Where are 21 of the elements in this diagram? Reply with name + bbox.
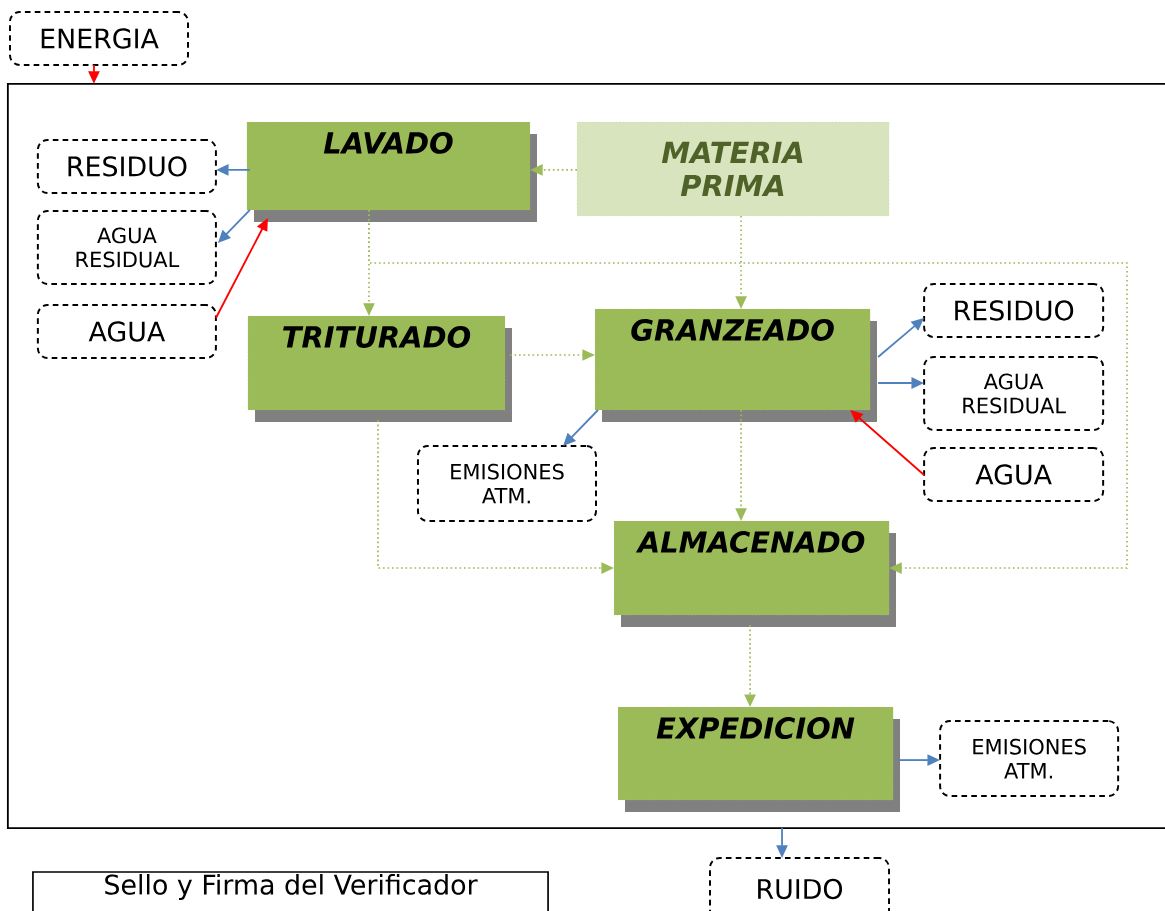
process-box: LAVADO (246, 121, 537, 222)
process-box: TRITURADO (247, 315, 512, 422)
dashed-box: RESIDUO (923, 283, 1105, 338)
dotted-arrow (368, 209, 1128, 574)
dashed-box: EMISIONES ATM. (939, 720, 1120, 798)
process-box: ALMACENADO (613, 520, 896, 627)
arrow (850, 410, 926, 476)
input-box: MATERIA PRIMA (576, 121, 890, 217)
dashed-box: AGUA RESIDUAL (923, 356, 1105, 431)
dashed-box: EMISIONES ATM. (416, 445, 597, 522)
dashed-box: RUIDO (709, 857, 890, 911)
boundary-frame (6, 83, 1165, 829)
signature-box: Sello y Firma del Verificador (32, 871, 549, 911)
arrow (563, 409, 599, 446)
dashed-box: ENERGIA (9, 11, 189, 66)
process-box: EXPEDICION (617, 706, 900, 812)
process-box: GRANZEADO (594, 308, 877, 422)
dashed-box: AGUA RESIDUAL (36, 209, 217, 285)
dashed-box: RESIDUO (36, 138, 217, 194)
dashed-box: AGUA (923, 447, 1105, 502)
dashed-box: AGUA (36, 304, 217, 359)
